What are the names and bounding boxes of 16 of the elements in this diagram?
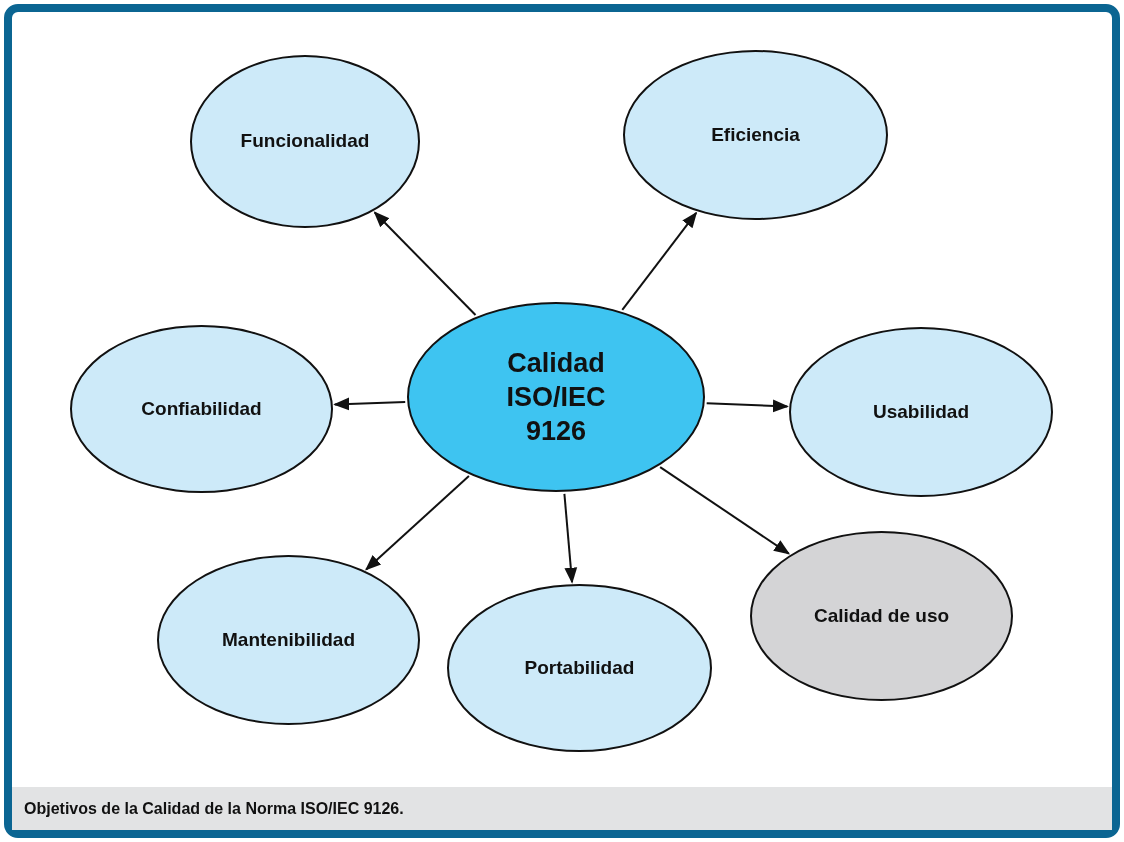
arrow (373, 211, 477, 317)
node-label: Confiabilidad (140, 396, 263, 421)
arrow (621, 211, 698, 311)
arrow (563, 492, 578, 584)
arrow (365, 475, 470, 571)
caption: Objetivos de la Calidad de la Norma ISO/IEC 9126. (24, 798, 404, 819)
arrow (705, 399, 789, 413)
node-label: Mantenibilidad (221, 627, 356, 652)
node-label: Portabilidad (523, 655, 636, 680)
arrow (659, 466, 791, 555)
node-label: Calidad de uso (812, 603, 951, 628)
node-label: Calidad ISO/IEC 9126 (505, 347, 607, 448)
arrow (333, 397, 407, 411)
node-label: Funcionalidad (239, 129, 371, 154)
node-label: Eficiencia (710, 122, 801, 147)
node-label: Usabilidad (871, 399, 971, 424)
